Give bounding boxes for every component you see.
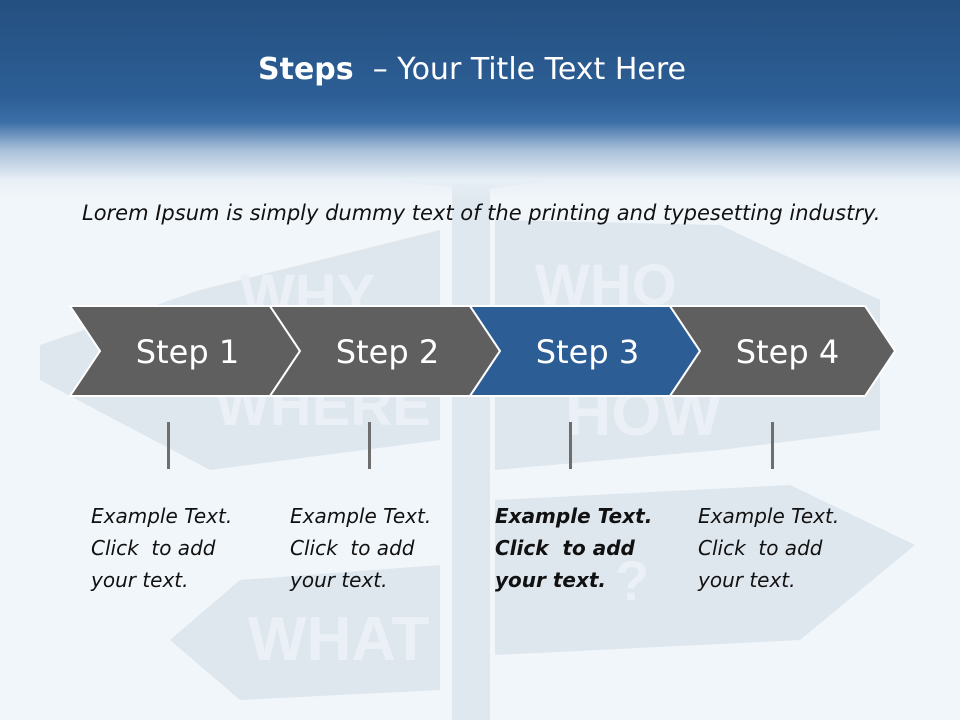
title-bar — [0, 0, 960, 200]
sign-text-what: WHAT — [248, 605, 429, 674]
step-1-text[interactable]: Example Text. Click to add your text. — [91, 500, 271, 596]
step-3-line-1: Example Text. — [495, 504, 653, 528]
step-1-label: Step 1 — [135, 333, 240, 371]
title-rest: – Your Title Text Here — [353, 52, 686, 87]
intro-text[interactable]: Lorem Ipsum is simply dummy text of the … — [82, 201, 881, 225]
step-4-chevron[interactable] — [668, 305, 897, 397]
step-2-line-3: your text. — [290, 568, 388, 592]
step-3-line-2: Click to add — [495, 536, 635, 560]
step-2-line-2: Click to add — [290, 536, 415, 560]
step-4-line-2: Click to add — [698, 536, 823, 560]
step-4-label: Step 4 — [735, 333, 840, 371]
step-4-connector — [771, 422, 774, 469]
step-4-line-1: Example Text. — [698, 504, 840, 528]
step-1-line-2: Click to add — [91, 536, 216, 560]
signpost-pole — [452, 120, 490, 720]
step-4-line-3: your text. — [698, 568, 796, 592]
step-3-line-3: your text. — [495, 568, 607, 592]
step-1-line-3: your text. — [91, 568, 189, 592]
title-bold: Steps — [258, 52, 354, 87]
step-1-connector — [167, 422, 170, 469]
step-3-label: Step 3 — [535, 333, 640, 371]
step-3-connector — [569, 422, 572, 469]
slide-title[interactable]: Steps – Your Title Text Here — [0, 52, 944, 87]
step-3-text[interactable]: Example Text. Click to add your text. — [495, 500, 675, 596]
sign-what — [170, 565, 440, 700]
step-2-line-1: Example Text. — [290, 504, 432, 528]
step-1-line-1: Example Text. — [91, 504, 233, 528]
step-2-text[interactable]: Example Text. Click to add your text. — [290, 500, 470, 596]
sign-text-question: ? — [615, 549, 649, 612]
step-2-label: Step 2 — [335, 333, 440, 371]
step-2-connector — [368, 422, 371, 469]
step-4-text[interactable]: Example Text. Click to add your text. — [698, 500, 878, 596]
sign-question — [495, 485, 915, 655]
